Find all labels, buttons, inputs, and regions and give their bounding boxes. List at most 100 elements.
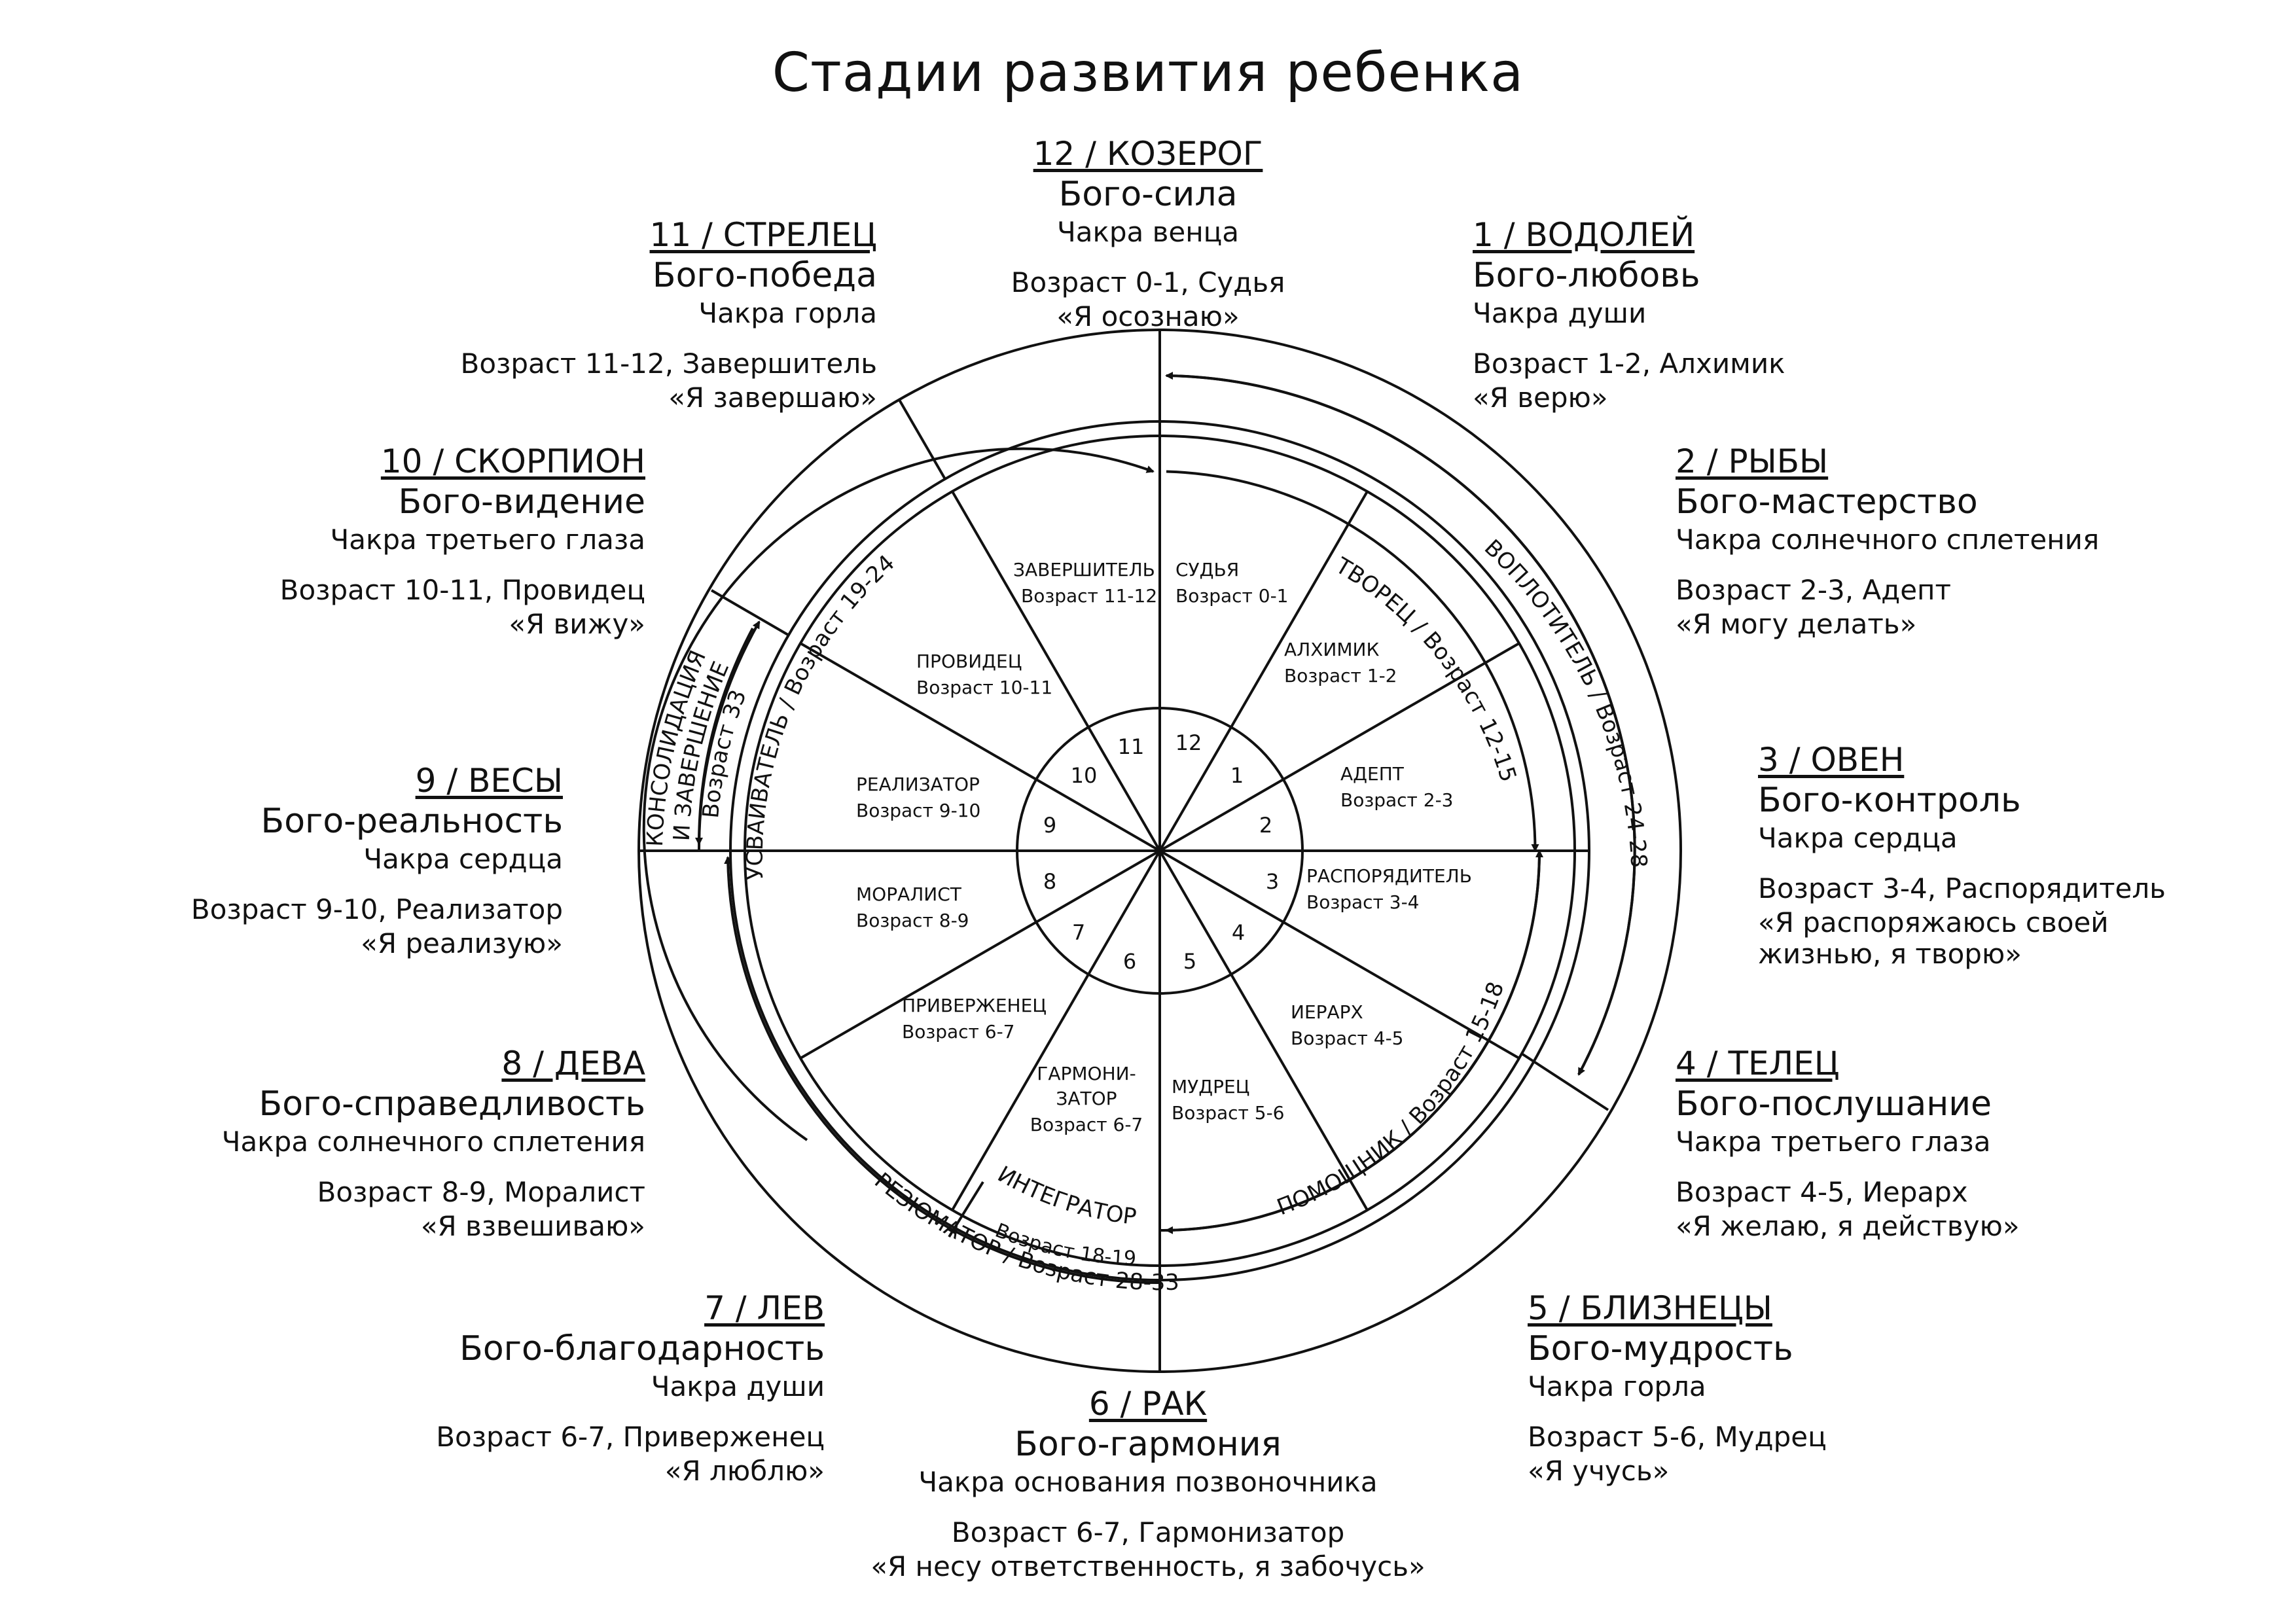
sector-divider <box>1158 642 1520 852</box>
segment-number: 2 <box>1259 813 1272 838</box>
sign-motto: «Я реализую» <box>361 927 563 959</box>
rezyumator-arrow <box>724 856 1160 1284</box>
sector-10: ПРОВИДЕЦ Возраст 10-11 10 <box>916 651 1097 788</box>
sector-11: ЗАВЕРШИТЕЛЬ Возраст 11-12 11 <box>1013 559 1157 759</box>
sign-label-9: 9 / ВЕСЫ Бого-реальность Чакра сердца Во… <box>26 760 563 959</box>
sign-age: Возраст 1-2, Алхимик <box>1473 348 1785 380</box>
usvaivatel-arrow <box>642 447 1155 1141</box>
sign-age: Возраст 6-7, Гармонизатор <box>951 1516 1345 1548</box>
segment-age: Возраст 1-2 <box>1284 665 1397 687</box>
sign-age: Возраст 3-4, Распорядитель <box>1758 872 2166 904</box>
sign-name: 12 / КОЗЕРОГ <box>1033 135 1263 173</box>
sign-god-quality: Бого-мастерство <box>1676 482 1978 522</box>
sign-chakra: Чакра сердца <box>1758 822 1958 854</box>
sector-4: ИЕРАРХ Возраст 4-5 4 <box>1232 920 1404 1049</box>
segment-age: Возраст 10-11 <box>916 677 1052 698</box>
segment-name: ГАРМОНИ- <box>1037 1063 1136 1084</box>
sign-god-quality: Бого-мудрость <box>1528 1329 1793 1368</box>
arc-label-integrator: ИНТЕГРАТОР <box>993 1161 1138 1230</box>
sector-divider <box>1158 849 1520 1060</box>
arc-label-usvaivatel: УСВАИВАТЕЛЬ / Возраст 19-24 <box>742 550 900 880</box>
segment-number: 9 <box>1043 813 1056 838</box>
pomoshchnik-arrow-start <box>1159 849 1543 1232</box>
sign-chakra: Чакра венца <box>1056 216 1240 248</box>
sign-age: Возраст 5-6, Мудрец <box>1528 1421 1827 1453</box>
sign-name: 8 / ДЕВА <box>501 1044 645 1082</box>
sector-6: ГАРМОНИ- ЗАТОР Возраст 6-7 6 <box>1030 949 1143 1135</box>
segment-name: ИЕРАРХ <box>1291 1001 1363 1023</box>
sign-age: Возраст 4-5, Иерарх <box>1676 1176 1968 1208</box>
sign-god-quality: Бого-гармония <box>1014 1425 1282 1464</box>
sign-god-quality: Бого-контроль <box>1758 781 2021 820</box>
segment-name: РАСПОРЯДИТЕЛЬ <box>1306 865 1472 887</box>
sector-divider <box>951 849 1161 1211</box>
sign-god-quality: Бого-реальность <box>260 802 563 841</box>
sign-chakra: Чакра основания позвоночника <box>918 1466 1378 1498</box>
segment-age: Возраст 5-6 <box>1172 1102 1285 1124</box>
sign-label-12: 12 / КОЗЕРОГ Бого-сила Чакра венца Возра… <box>880 134 1416 332</box>
sign-age: Возраст 11-12, Завершитель <box>460 348 877 380</box>
sign-chakra: Чакра третьего глаза <box>330 524 645 556</box>
sign-name: 1 / ВОДОЛЕЙ <box>1473 216 1695 254</box>
segment-name: СУДЬЯ <box>1175 559 1239 580</box>
sign-motto: «Я желаю, я действую» <box>1676 1210 2020 1242</box>
sign-age: Возраст 2-3, Адепт <box>1676 574 1951 606</box>
sector-8: МОРАЛИСТ Возраст 8-9 8 <box>856 869 1056 931</box>
segment-name-line2: ЗАТОР <box>1056 1088 1117 1109</box>
segment-age: Возраст 3-4 <box>1306 891 1420 913</box>
tvorets-arrow <box>1166 470 1539 852</box>
segment-name: АЛХИМИК <box>1284 639 1379 660</box>
integrator-divider <box>948 1181 984 1238</box>
sign-chakra: Чакра души <box>651 1370 825 1402</box>
sign-motto: «Я могу делать» <box>1676 608 1917 640</box>
sign-chakra: Чакра души <box>1473 297 1647 329</box>
sign-god-quality: Бого-справедливость <box>259 1084 645 1124</box>
sign-label-10: 10 / СКОРПИОН Бого-видение Чакра третьег… <box>109 441 645 640</box>
segment-name: АДЕПТ <box>1340 763 1405 785</box>
segment-name: ПРИВЕРЖЕНЕЦ <box>902 995 1047 1016</box>
sign-motto: «Я распоряжаюсь своей жизнью, я творю» <box>1758 906 2109 970</box>
sign-age: Возраст 6-7, Приверженец <box>436 1421 825 1453</box>
sign-label-7: 7 / ЛЕВ Бого-благодарность Чакра души Во… <box>288 1288 825 1487</box>
sign-motto: «Я осознаю» <box>1056 300 1240 332</box>
sign-god-quality: Бого-послушание <box>1676 1084 1992 1124</box>
segment-number: 1 <box>1230 763 1244 788</box>
sign-label-1: 1 / ВОДОЛЕЙ Бого-любовь Чакра души Возра… <box>1473 215 2009 414</box>
sector-lines <box>730 330 1589 1372</box>
sign-name: 2 / РЫБЫ <box>1676 442 1829 480</box>
segment-age: Возраст 9-10 <box>856 800 980 821</box>
sector-divider <box>951 490 1161 852</box>
sector-7: ПРИВЕРЖЕНЕЦ Возраст 6-7 7 <box>902 920 1085 1043</box>
segment-age: Возраст 0-1 <box>1175 585 1289 607</box>
segment-number: 10 <box>1071 763 1098 788</box>
sign-chakra: Чакра горла <box>698 297 877 329</box>
sign-label-5: 5 / БЛИЗНЕЦЫ Бого-мудрость Чакра горла В… <box>1528 1288 2064 1487</box>
page-title: Стадии развития ребенка <box>772 42 1524 104</box>
segment-name: РЕАЛИЗАТОР <box>856 774 980 795</box>
sign-motto: «Я учусь» <box>1528 1455 1670 1487</box>
sign-motto: «Я вижу» <box>509 608 645 640</box>
segment-number: 4 <box>1232 920 1245 945</box>
segment-number: 8 <box>1043 869 1056 894</box>
segment-name: МУДРЕЦ <box>1172 1076 1249 1097</box>
sector-divider <box>799 642 1161 852</box>
segment-age: Возраст 2-3 <box>1340 789 1454 811</box>
sign-age: Возраст 9-10, Реализатор <box>190 893 563 925</box>
sign-god-quality: Бого-благодарность <box>459 1329 825 1368</box>
sign-age: Возраст 8-9, Моралист <box>317 1176 645 1208</box>
sign-name: 6 / РАК <box>1088 1385 1208 1423</box>
segment-name: ПРОВИДЕЦ <box>916 651 1022 672</box>
segment-number: 5 <box>1183 949 1196 974</box>
segment-age: Возраст 4-5 <box>1291 1027 1404 1049</box>
segment-number: 3 <box>1266 869 1279 894</box>
sign-god-quality: Бого-победа <box>652 256 877 295</box>
sector-2: АДЕПТ Возраст 2-3 2 <box>1259 763 1454 838</box>
sign-chakra: Чакра солнечного сплетения <box>1676 524 2100 556</box>
sign-label-3: 3 / ОВЕН Бого-контроль Чакра сердца Возр… <box>1758 740 2203 970</box>
sign-name: 4 / ТЕЛЕЦ <box>1676 1044 1840 1082</box>
sector-5: МУДРЕЦ Возраст 5-6 5 <box>1172 949 1285 1124</box>
sign-label-11: 11 / СТРЕЛЕЦ Бого-победа Чакра горла Воз… <box>340 215 877 414</box>
konsolidatsiya-arrow-down <box>694 628 754 846</box>
sign-age: Возраст 10-11, Провидец <box>279 574 645 606</box>
